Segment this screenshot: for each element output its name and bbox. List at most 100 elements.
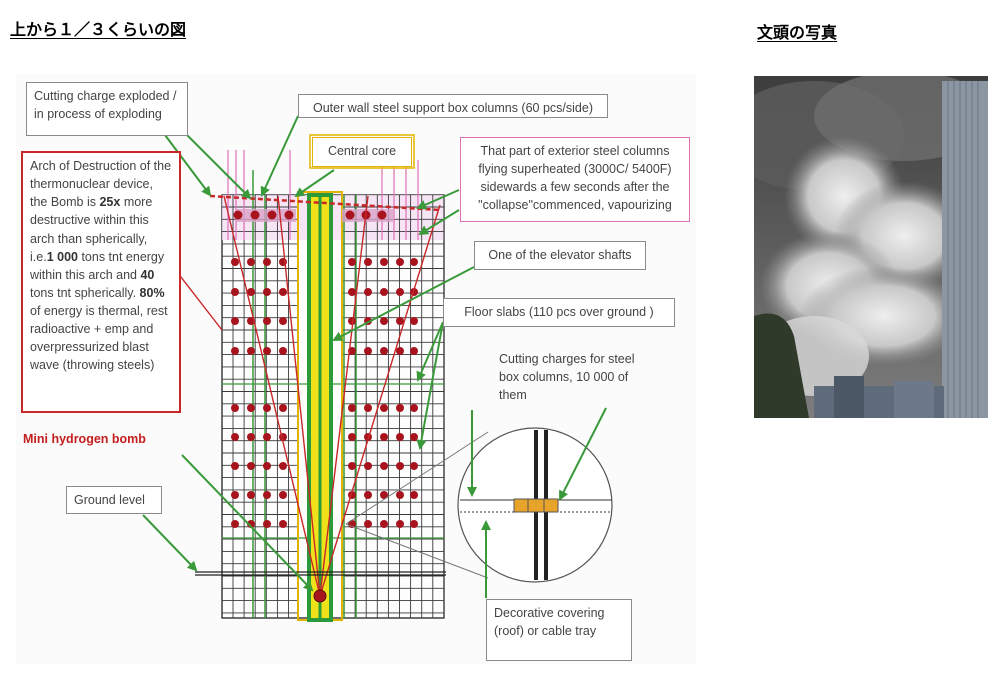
charge-dot [396, 433, 404, 441]
charge-dot [348, 404, 356, 412]
charge-dot [410, 317, 418, 325]
outer-wall-label: Outer wall steel support box columns (60… [298, 94, 608, 118]
charge-dot [263, 347, 271, 355]
charge-dot [279, 404, 287, 412]
detail-circle [345, 427, 613, 583]
charge-dot [364, 258, 372, 266]
charge-dot [410, 462, 418, 470]
charge-dot [263, 258, 271, 266]
charge-dot [231, 288, 239, 296]
charge-dot [364, 288, 372, 296]
charge-dot [396, 258, 404, 266]
charge-dot [396, 288, 404, 296]
charge-dot [364, 491, 372, 499]
mini-bomb-text: Mini hydrogen bomb [23, 432, 146, 446]
arch-text-1: Arch of Destruction of the thermonuclear… [30, 159, 172, 210]
charge-dot [396, 491, 404, 499]
top-charges [233, 209, 394, 222]
charge-dot [279, 520, 287, 528]
charge-dot [380, 462, 388, 470]
charge-dot [396, 462, 404, 470]
charge-dot [247, 491, 255, 499]
arch-text-2: more destructive within this arch than s… [30, 195, 153, 264]
charge-dot [263, 288, 271, 296]
charge-dot [247, 404, 255, 412]
charge-dot [231, 433, 239, 441]
charge-dot [263, 404, 271, 412]
charge-dot [263, 433, 271, 441]
charge-dot [380, 347, 388, 355]
charge-dot [348, 462, 356, 470]
charge-dot [410, 258, 418, 266]
bomb-marker [313, 589, 327, 603]
charge-dot [380, 258, 388, 266]
charge-dot [410, 347, 418, 355]
charge-dot [279, 317, 287, 325]
arch-text-5: of energy is thermal, rest radioactive +… [30, 304, 168, 373]
charge-dot [380, 317, 388, 325]
floor-slabs-label: Floor slabs (110 pcs over ground ) [443, 298, 675, 327]
arch-of-destruction [209, 194, 441, 597]
charge-dot [247, 347, 255, 355]
arch-text-25x: 25x [99, 195, 121, 210]
charge-dot [364, 520, 372, 528]
charge-dot [279, 491, 287, 499]
charge-dot [247, 288, 255, 296]
charge-dot [348, 258, 356, 266]
charge-dot [380, 433, 388, 441]
ground-level-label: Ground level [66, 486, 162, 514]
charge-dot [380, 404, 388, 412]
charge-dot [348, 433, 356, 441]
charge-dot [396, 317, 404, 325]
charge-dot [231, 462, 239, 470]
charge-dot [279, 288, 287, 296]
charge-dot [247, 462, 255, 470]
central-core-label: Central core [312, 137, 412, 167]
charge-dot [348, 288, 356, 296]
decorative-covering-label: Decorative covering (roof) or cable tray [486, 599, 632, 661]
mini-bomb-label: Mini hydrogen bomb [16, 426, 196, 454]
charge-dot [231, 491, 239, 499]
arch-text-80: 80% [139, 285, 165, 300]
charge-dot [364, 404, 372, 412]
charge-dot [231, 258, 239, 266]
page-title-left: 上から１／３くらいの図 [10, 20, 187, 39]
charge-dot [364, 347, 372, 355]
charge-dot [231, 520, 239, 528]
charge-dot [410, 404, 418, 412]
charge-dot [410, 491, 418, 499]
cutting-charges-columns-label: Cutting charges for steel box columns, 1… [499, 352, 635, 403]
charge-dot [279, 462, 287, 470]
page-title-right: 文頭の写真 [757, 23, 838, 42]
charge-dot [396, 404, 404, 412]
charge-dot [263, 491, 271, 499]
charge-dot [231, 347, 239, 355]
charge-dot [231, 404, 239, 412]
arch-of-destruction-text: Arch of Destruction of the thermonuclear… [21, 151, 181, 413]
charge-dot [396, 520, 404, 528]
cutting-charge-label: Cutting charge exploded / in process of … [26, 82, 188, 136]
elevator-shaft-label: One of the elevator shafts [474, 241, 646, 270]
charge-dot [231, 317, 239, 325]
charge-dot [380, 491, 388, 499]
leader-arrows [142, 115, 607, 598]
exterior-columns-label: That part of exterior steel columns flyi… [460, 137, 690, 222]
central-core [297, 134, 415, 622]
charge-dot [410, 520, 418, 528]
arch-text-4: tons tnt spherically. [30, 285, 140, 300]
charge-dot [247, 258, 255, 266]
charge-dot [263, 462, 271, 470]
charge-dot [410, 433, 418, 441]
arch-text-1000: 1 000 [46, 249, 78, 264]
arch-text-3: tons tnt energy within this arch and [30, 249, 165, 282]
charge-dot [247, 433, 255, 441]
charge-dot [380, 520, 388, 528]
charge-dot [263, 520, 271, 528]
cutting-charges [231, 258, 418, 528]
collapse-photo [754, 76, 988, 418]
charge-dot [348, 317, 356, 325]
arch-text-40: 40 [140, 267, 155, 282]
charge-dot [396, 347, 404, 355]
charge-dot [380, 288, 388, 296]
